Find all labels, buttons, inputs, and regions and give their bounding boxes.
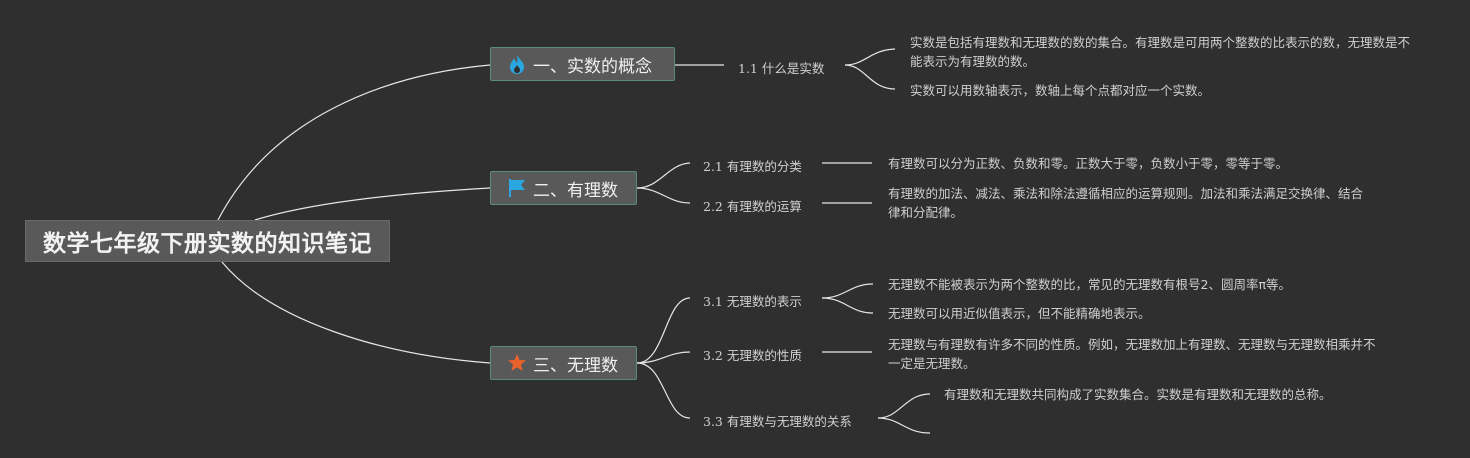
connector-sub-3-1-detail-1 [821, 283, 874, 299]
detail-2-2-1: 有理数的加法、减法、乘法和除法遵循相应的运算规则。加法和乘法满足交换律、结合律和… [888, 186, 1364, 220]
fire-icon [507, 54, 527, 74]
connector-sub-3-3-detail-2 [877, 417, 931, 434]
topic-label: 三、无理数 [533, 355, 618, 376]
subtopic-3-1[interactable]: 3.1 无理数的表示 [703, 294, 802, 309]
connector-sub-3-1-detail-2 [821, 297, 874, 314]
subtopic-3-3[interactable]: 3.3 有理数与无理数的关系 [703, 414, 852, 429]
connector-topic-3-sub-1 [636, 297, 691, 364]
star-icon [507, 353, 527, 373]
connector-topic-3-sub-2 [636, 351, 691, 364]
topic-rational-numbers[interactable]: 二、有理数 [490, 171, 637, 205]
detail-2-1-1: 有理数可以分为正数、负数和零。正数大于零，负数小于零，零等于零。 [888, 156, 1289, 171]
connector-sub-1-1-detail-1 [844, 48, 896, 66]
subtopic-3-2[interactable]: 3.2 无理数的性质 [703, 348, 802, 363]
connector-sub-1-1-detail-2 [844, 64, 896, 90]
connector-topic-2-sub-2 [636, 187, 691, 204]
connector-root-topic-1 [217, 64, 491, 221]
connector-topic-3-sub-3 [636, 362, 691, 419]
detail-1-1-1: 实数是包括有理数和无理数的数的集合。有理数是可用两个整数的比表示的数，无理数是不… [910, 35, 1411, 69]
topic-label: 二、有理数 [533, 180, 618, 201]
subtopic-2-2[interactable]: 2.2 有理数的运算 [703, 199, 802, 214]
detail-3-1-1: 无理数不能被表示为两个整数的比，常见的无理数有根号2、圆周率π等。 [888, 277, 1291, 292]
subtopic-2-1[interactable]: 2.1 有理数的分类 [703, 159, 802, 174]
detail-1-1-2: 实数可以用数轴表示，数轴上每个点都对应一个实数。 [910, 83, 1211, 98]
topic-label: 一、实数的概念 [533, 56, 652, 77]
subtopic-1-1[interactable]: 1.1 什么是实数 [738, 61, 825, 76]
flag-icon [507, 178, 527, 198]
detail-3-2-1: 无理数与有理数有许多不同的性质。例如，无理数加上有理数、无理数与无理数相乘并不一… [888, 337, 1376, 371]
connector-root-topic-2 [254, 187, 491, 221]
topic-irrational-numbers[interactable]: 三、无理数 [490, 346, 637, 380]
detail-3-3-1: 有理数和无理数共同构成了实数集合。实数是有理数和无理数的总称。 [944, 387, 1332, 402]
root-topic[interactable]: 数学七年级下册实数的知识笔记 [25, 220, 390, 262]
topic-real-number-concept[interactable]: 一、实数的概念 [490, 47, 675, 81]
connector-root-topic-3 [221, 261, 491, 364]
connector-topic-2-sub-1 [636, 162, 691, 189]
detail-3-1-2: 无理数可以用近似值表示，但不能精确地表示。 [888, 306, 1151, 321]
connector-sub-3-3-detail-1 [877, 393, 931, 419]
